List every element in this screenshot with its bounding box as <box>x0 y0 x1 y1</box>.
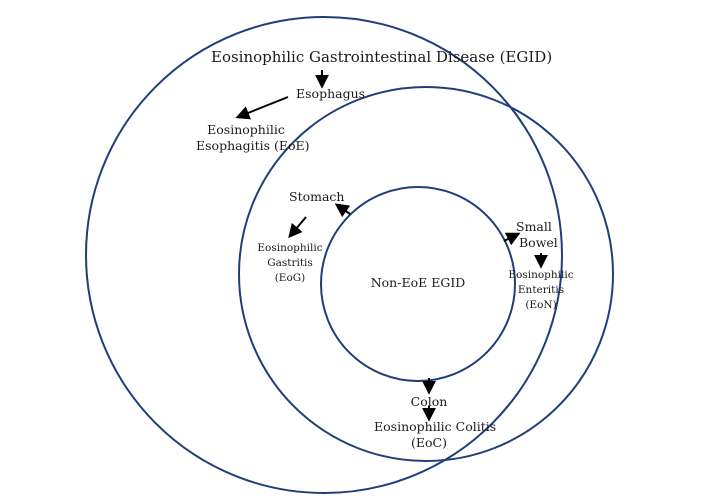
eoc-line-2: (EoC) <box>411 434 447 450</box>
arrow-to-stomach <box>334 203 351 218</box>
arrow-to-small-bowel <box>503 232 521 246</box>
esophagus-label: Esophagus <box>296 86 366 101</box>
eoe-line-1: Eosinophilic <box>207 122 285 137</box>
stomach-label: Stomach <box>289 189 345 204</box>
eog-label: Eosinophilic Gastritis (EoG) <box>250 241 330 287</box>
eoc-line-1: Eosinophilic Colitis <box>374 419 497 434</box>
eog-line-1: Eosinophilic <box>257 242 323 254</box>
small-bowel-label: Small Bowel <box>516 219 558 250</box>
colon-label: Colon <box>410 394 448 409</box>
outer-circle-egid <box>85 16 563 494</box>
arrow-stomach-to-eog <box>288 216 307 239</box>
inner-circle-non-eoe <box>320 186 516 382</box>
eon-line-2: Enteritis <box>517 284 565 297</box>
eoc-label: Eosinophilic Colitis (EoC) <box>374 419 497 450</box>
eog-line-2: Gastritis <box>267 257 313 270</box>
arrow-esophagus-to-eoe <box>235 96 289 120</box>
center-label: Non-EoE EGID <box>370 275 466 290</box>
eon-line-3: (EoN) <box>525 299 557 312</box>
eon-label: Eosinophilic Enteritis (EoN) <box>501 268 581 314</box>
eoe-label: Eosinophilic Esophagitis (EoE) <box>196 122 310 153</box>
eon-line-1: Eosinophilic <box>508 269 574 281</box>
diagram-title: Eosinophilic Gastrointestinal Disease (E… <box>211 48 553 66</box>
eog-line-3: (EoG) <box>274 272 306 285</box>
eoe-line-2: Esophagitis (EoE) <box>196 137 310 153</box>
small-bowel-line-2: Bowel <box>519 234 558 250</box>
middle-circle <box>238 86 614 462</box>
small-bowel-line-1: Small <box>516 219 552 234</box>
